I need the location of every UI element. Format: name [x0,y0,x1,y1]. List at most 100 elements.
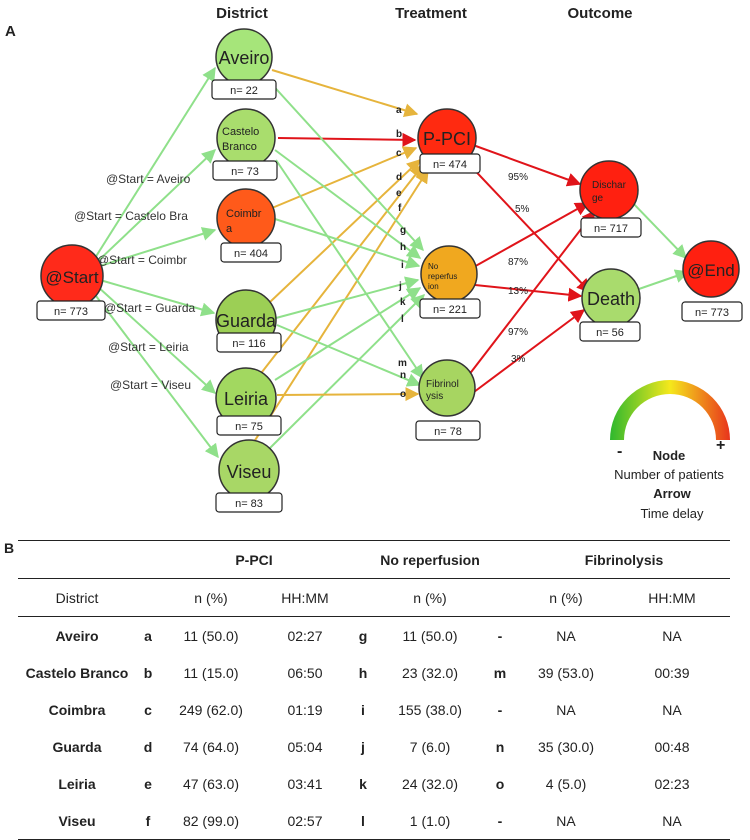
row-fib-n: NA [556,627,576,644]
row-letter: o [495,775,505,792]
group-header-norep: No reperfusion [378,540,482,579]
legend-arrow-desc: Time delay [640,506,704,521]
row-district: Aveiro [55,627,99,644]
node-norep-name1: No [428,262,439,271]
sub-header-norep-n: n (%) [378,578,482,617]
header-outcome: Outcome [567,5,632,22]
letter-f: f [398,203,402,214]
node-norep-name2: reperfus [428,272,457,281]
row-letter: g [358,627,368,644]
letter-h: h [400,242,406,253]
edge-e [261,163,424,373]
edge-b [277,132,417,147]
node-end: @End n= 773 [681,240,743,322]
node-coimbra: Coimbr a n= 404 [216,188,282,263]
edge-label-guarda: @Start = Guarda [104,301,196,315]
letter-c: c [396,148,402,159]
pct-ppci-death: 5% [515,204,530,215]
node-aveiro-count: n= 22 [230,85,258,97]
node-viseu-count: n= 83 [235,498,263,510]
row-fib-n: 4 (5.0) [545,775,587,792]
panel-b-label: B [4,540,15,556]
table-row: Aveiro a 11 (50.0) 02:27 g 11 (50.0) - N… [18,617,730,655]
legend-arrow-title: Arrow [653,486,691,501]
edge-d [269,159,422,303]
node-guarda: Guarda n= 116 [215,289,282,353]
edge-start-leiria [96,285,217,394]
group-header-row: P-PCI No reperfusion Fibrinolysis [18,540,730,579]
group-header-ppci: P-PCI [160,540,348,579]
legend: - + Node Number of patients Arrow Time d… [610,380,730,521]
sub-header-row: District n (%) HH:MM n (%) n (%) HH:MM [18,578,730,617]
node-ppci: P-PCI n= 474 [417,108,481,174]
edges-start-district [92,66,219,459]
node-death: Death n= 56 [579,268,641,342]
edge-i [271,217,421,269]
row-letter: i [361,701,365,718]
node-death-count: n= 56 [596,327,624,339]
letter-n: n [400,370,406,381]
node-fibrino-name1: Fibrinol [426,379,459,390]
legend-node-title: Node [653,448,686,463]
legend-minus: - [617,443,622,460]
letter-m: m [398,358,407,369]
node-castelo-branco: Castelo Branco n= 73 [212,108,278,181]
row-letter: - [497,701,503,718]
row-fib-n: 35 (30.0) [537,738,595,755]
edge-l [269,294,425,449]
row-letter: k [359,775,367,792]
panel-a-label: A [5,23,16,40]
edge-start-coimbra [99,227,217,267]
results-table: P-PCI No reperfusion Fibrinolysis Distri… [18,540,730,840]
row-norep-n: 7 (6.0) [409,738,451,755]
edge-label-aveiro: @Start = Aveiro [106,172,191,186]
row-fib-time: 02:23 [654,775,690,792]
sub-header-ppci-time: HH:MM [262,578,348,617]
node-coimbra-name1: Coimbr [226,208,262,220]
row-ppci-time: 01:19 [287,701,323,718]
edge-label-coimbra: @Start = Coimbr [97,253,187,267]
edge-discharge-end [629,199,687,260]
node-guarda-count: n= 116 [232,338,265,350]
patient-flow-diagram: A District Treatment Outcome [5,5,743,521]
edge-label-viseu: @Start = Viseu [110,378,191,392]
row-letter: e [144,775,152,792]
row-ppci-time: 05:04 [287,738,323,755]
row-district: Leiria [58,775,96,792]
letter-i: i [401,260,404,271]
row-ppci-n: 11 (15.0) [183,664,239,681]
row-letter: d [143,738,153,755]
row-letter: l [348,802,378,840]
letter-k: k [400,297,406,308]
node-discharge-name2: ge [592,193,604,204]
node-castelo-count: n= 73 [231,166,259,178]
node-norep-name3: ion [428,282,439,291]
node-discharge-count: n= 717 [594,223,628,235]
node-start-name: @Start [45,268,98,287]
row-letter: a [144,627,152,644]
node-viseu-name: Viseu [227,462,272,482]
pct-fibrino-discharge: 97% [508,327,528,338]
pct-ppci-discharge: 95% [508,172,528,183]
node-fibrinolysis: Fibrinol ysis n= 78 [415,359,481,441]
row-letter: c [144,701,152,718]
letter-b: b [396,129,402,140]
edge-f [251,168,429,446]
row-ppci-n: 249 (62.0) [179,701,243,718]
edge-fibrino-death [473,309,586,393]
letter-e: e [396,188,402,199]
node-leiria-count: n= 75 [235,421,263,433]
sub-header-district: District [18,578,136,617]
edge-o [276,387,420,402]
table-row: Coimbra c 249 (62.0) 01:19 i 155 (38.0) … [18,691,730,728]
node-aveiro: Aveiro n= 22 [211,28,277,100]
row-ppci-time: 03:41 [287,775,323,792]
edge-a [271,69,419,118]
letter-j: j [398,281,402,292]
row-fib-n: NA [518,802,614,840]
legend-node-desc: Number of patients [614,467,724,482]
edge-n [276,324,422,387]
row-ppci-n: 82 (99.0) [160,802,262,840]
row-fib-time: 00:39 [654,664,690,681]
row-district: Guarda [52,738,102,755]
